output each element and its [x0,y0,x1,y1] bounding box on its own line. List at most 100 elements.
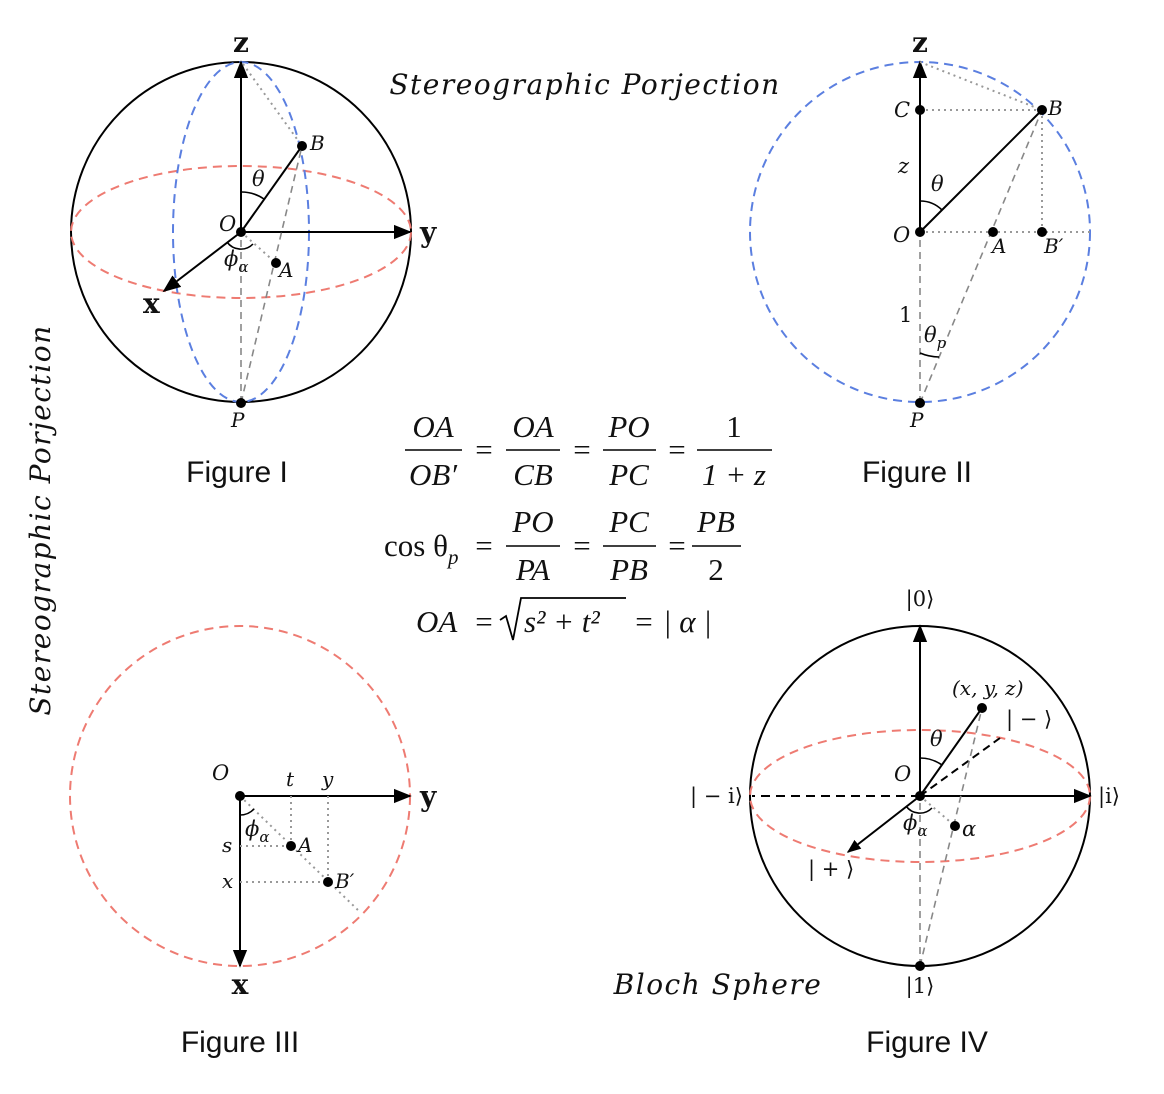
eq2-f1-den: PA [515,552,551,587]
fig3-point-a [286,841,296,851]
fig2-point-a [988,227,998,237]
stereo-title-side: Stereographic Porjection [24,324,57,715]
fig4-label-ket0: |0⟩ [906,587,935,612]
fig1-label-y: y [419,216,437,249]
fig2-label-p: P [909,408,924,432]
eq2-f2-den: PB [609,552,648,587]
eq3-radicand: s² + t² [524,604,600,639]
fig3-label-t: t [286,767,295,791]
fig2-caption: Figure II [862,456,972,489]
fig3-label-xtick: x [222,869,233,893]
fig3-label-ytick: y [321,767,334,791]
fig4-phi-arc [905,805,933,814]
fig3-point-bprime [323,877,333,887]
fig1-label-o: O [219,212,236,236]
fig2-point-c [915,105,925,115]
fig2-point-bprime [1037,227,1047,237]
fig1-label-x: x [143,287,160,320]
fig2-point-o [915,227,925,237]
eq1-f4-num: 1 [726,409,742,444]
fig1-phi-arc [226,241,254,250]
fig1-caption: Figure I [186,456,288,489]
fig4-label-i: |i⟩ [1098,784,1120,809]
eq3-lhs: OA [416,604,458,639]
fig1-label-z: z [233,26,249,59]
fig3-point-o [235,791,245,801]
eq1-f3-num: PO [607,409,649,444]
fig1-oa-dotted [240,231,277,264]
fig4-alpha-dotted [919,795,956,827]
fig4-label-ket1: |1⟩ [906,974,935,999]
fig2-label-z: z [912,26,928,59]
fig1-label-b: B [309,131,325,155]
figure-4: |0⟩ (x, y, z) | − ⟩ θ O | − i⟩ |i⟩ ϕα α … [690,587,1120,1059]
fig3-label-x: x [232,968,249,1001]
fig3-label-y: y [419,780,437,813]
fig3-label-phi: ϕα [245,817,269,846]
eq2-f3-num: PB [696,504,735,539]
fig1-label-p: P [230,408,245,432]
fig3-caption: Figure III [181,1026,299,1059]
equation-1: OA OB′ = OA CB = PO PC = 1 1 + z [405,409,772,492]
fig4-proj-dashed [919,707,983,967]
fig2-pb-dashed [919,109,1043,404]
fig3-phi-arc [239,808,255,816]
eq2-f2-num: PC [608,504,649,539]
fig1-label-phi: ϕα [224,247,248,276]
eq1-f2-den: CB [513,457,553,492]
fig2-label-o: O [893,223,910,247]
eq3-eq-1: = [475,604,492,639]
fig4-point-o [915,791,925,801]
fig2-label-one: 1 [899,303,912,327]
fig2-label-thetap: θp [924,323,947,352]
fig3-label-bprime: B′ [334,869,355,893]
eq3-rhs: | α | [663,604,712,639]
fig1-x-axis [162,231,242,293]
eq2-eq-1: = [475,528,492,563]
fig2-theta-arc [919,200,943,211]
fig4-label-minus: | − ⟩ [1006,707,1052,732]
fig3-label-a: A [296,833,312,857]
fig4-label-minus-i: | − i⟩ [690,784,743,809]
fig2-point-b [1037,105,1047,115]
eq1-f4-den: 1 + z [702,457,766,492]
fig4-label-plus: | + ⟩ [808,857,854,882]
eq2-lhs: cos θp [384,528,458,569]
fig4-label-alpha: α [962,817,976,841]
figure-1: z y x O B A P θ ϕα Figure I [70,26,437,489]
fig4-label-theta: θ [930,727,943,751]
eq2-eq-3: = [668,528,685,563]
fig1-point-b [297,141,307,151]
fig2-label-theta: θ [931,172,944,196]
fig2-label-b: B [1047,96,1063,120]
fig2-label-a: A [990,234,1006,258]
stereo-title-top: Stereographic Porjection [389,68,780,101]
fig3-label-o: O [212,761,229,785]
eq2-f1-num: PO [511,504,553,539]
equation-2: cos θp = PO PA = PC PB = PB 2 [384,504,741,587]
eq3-eq-2: = [635,604,652,639]
fig1-label-a: A [277,258,293,282]
fig4-label-phi: ϕα [903,811,927,840]
equation-3: OA = s² + t² = | α | [416,597,712,641]
fig4-theta-arc [919,757,943,766]
fig2-thetap-arc [919,352,940,358]
figure-2: z C B z θ O A B′ 1 θp P Figure II [749,26,1091,489]
eq1-eq-3: = [668,432,685,467]
fig4-label-o: O [894,762,911,786]
fig4-minus-axis [919,737,1001,797]
fig4-caption: Figure IV [866,1026,988,1059]
fig1-pb-dashed [240,145,303,404]
eq1-eq-1: = [475,432,492,467]
fig1-point-a [271,258,281,268]
fig4-label-xyz: (x, y, z) [952,676,1024,700]
eq1-f1-num: OA [412,409,454,444]
fig1-point-p [236,398,246,408]
fig1-zb-dotted [242,63,303,147]
figure-3: O t y y s x ϕα A B′ x Figure III [69,625,437,1059]
equations: OA OB′ = OA CB = PO PC = 1 1 + z cos θp … [384,409,772,641]
fig2-label-c: C [894,98,910,122]
fig2-label-bprime: B′ [1043,234,1064,258]
eq2-eq-2: = [573,528,590,563]
